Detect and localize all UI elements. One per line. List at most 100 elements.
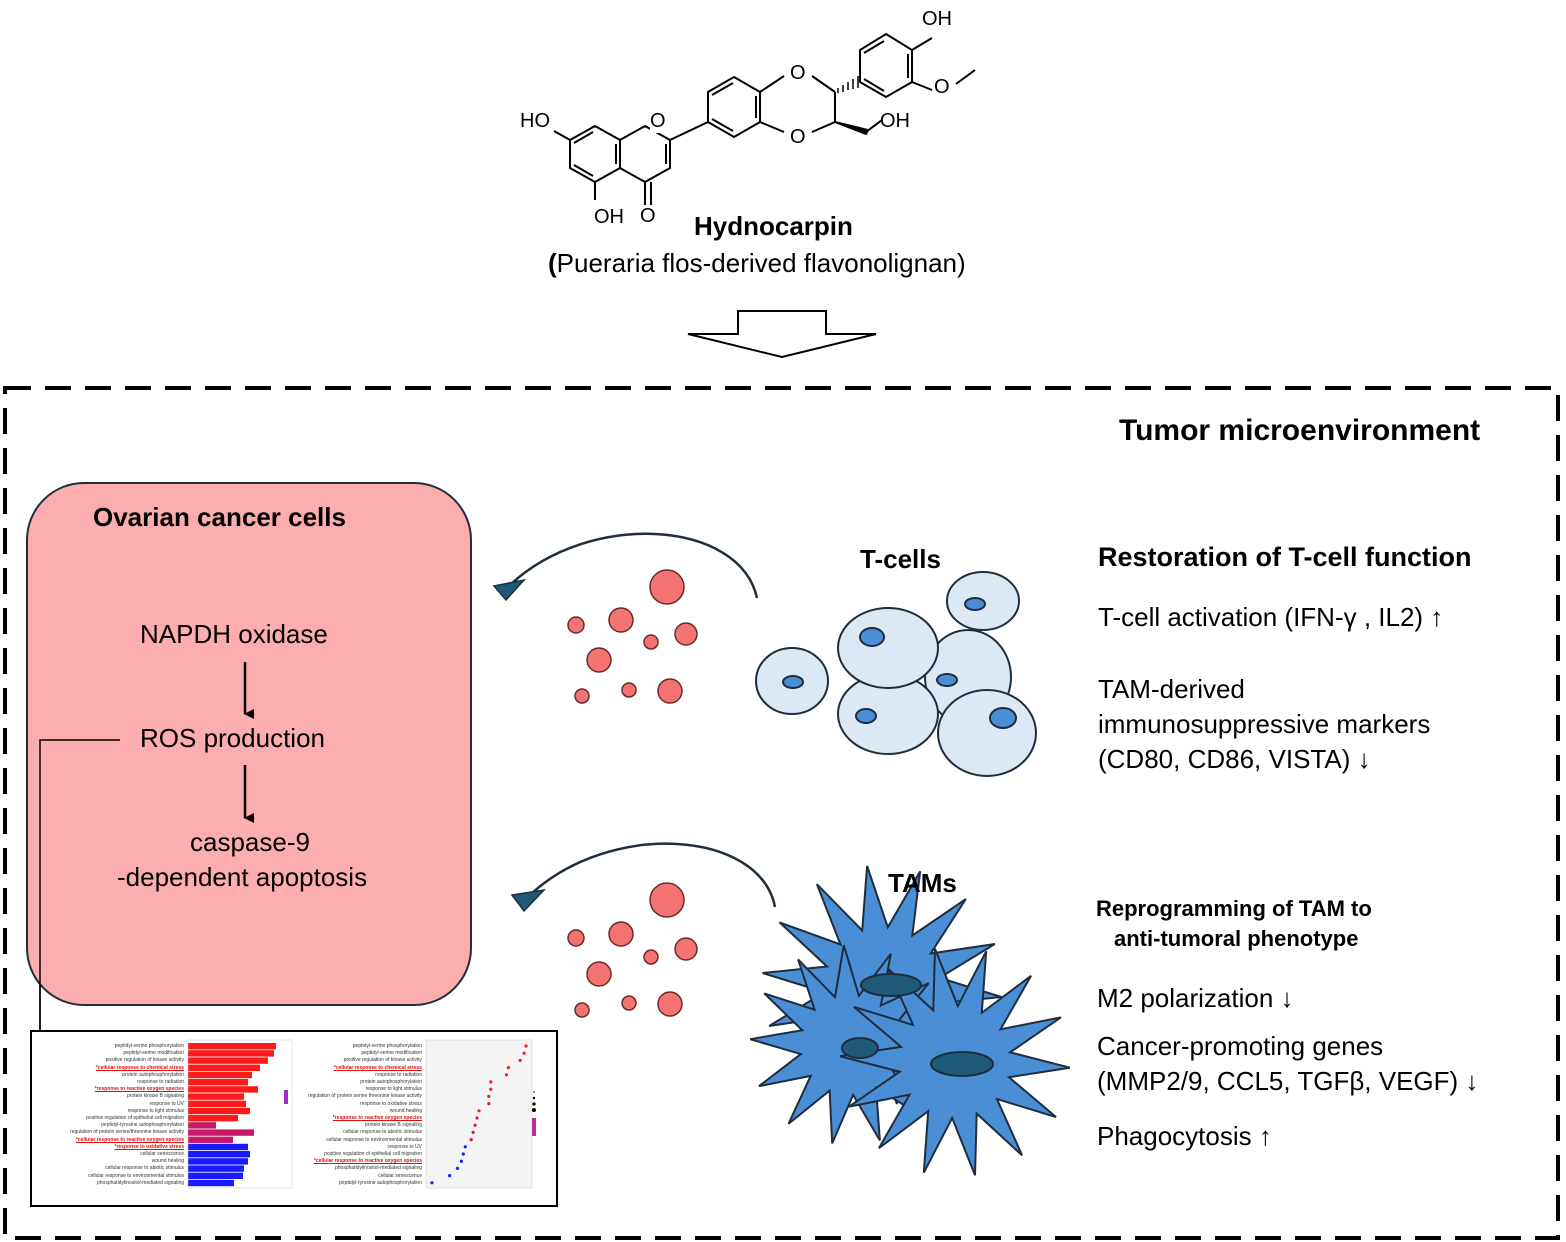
go-dot [430, 1181, 434, 1185]
go-bar-term: peptidyl-tyrosine autophosphorylation [101, 1122, 184, 1129]
go-bar-term: response to radiation [137, 1079, 184, 1085]
go-dot [487, 1102, 491, 1106]
go-bar [188, 1136, 233, 1143]
go-bar-term: protein autophosphorylation [122, 1071, 184, 1078]
go-dot [522, 1051, 526, 1055]
go-dot [489, 1087, 493, 1091]
go-bar [188, 1064, 260, 1071]
go-dot [471, 1130, 475, 1134]
go-dot-size-legend [533, 1091, 535, 1093]
markers-line: (CD80, CD86, VISTA) ↓ [1098, 744, 1371, 774]
tam-cytokine-droplets [567, 882, 698, 1018]
go-bar-term: *response to reactive oxygen species [94, 1086, 184, 1093]
go-dot [463, 1145, 467, 1149]
go-bar-term: *response to oxidative stress [114, 1143, 184, 1150]
go-dot [469, 1138, 473, 1142]
go-bar-term: positive regulation of epithelial cell m… [86, 1115, 184, 1121]
go-bar-term: cellular response to abiotic stimulus [105, 1165, 184, 1172]
source-text: Pueraria flos-derived flavonolignan [556, 248, 958, 278]
tam-secretion-arrow [510, 842, 777, 913]
tcells-label: T-cells [860, 544, 941, 574]
go-bar [188, 1129, 254, 1136]
go-dot-frame [425, 1039, 533, 1189]
atom-oh-bottom: OH [594, 206, 624, 228]
go-dot-term: response to oxidative stress [360, 1100, 422, 1107]
go-bar [188, 1071, 252, 1079]
go-dot-term: peptidyl-serine phosphorylation [352, 1043, 422, 1049]
step-ros-production: ROS production [140, 723, 325, 753]
go-dot-term: peptidyl-tyrosine autophosphorylation [339, 1179, 422, 1186]
go-dot-term: response to UV [387, 1143, 422, 1150]
cancer-title: Ovarian cancer cells [93, 502, 346, 532]
cancer-promoting-genes: Cancer-promoting genes [1097, 1031, 1384, 1061]
step-dependent-apoptosis: -dependent apoptosis [117, 862, 368, 892]
tam-heading-1: Reprogramming of TAM to [1096, 896, 1372, 921]
go-dot-term: protein kinase B signaling [365, 1122, 422, 1129]
go-bar [188, 1122, 216, 1129]
m2-polarization: M2 polarization ↓ [1097, 983, 1294, 1013]
go-bar-term: peptidyl-serine modification [123, 1050, 184, 1057]
go-bar [188, 1086, 258, 1093]
go-bar-legend [284, 1090, 288, 1104]
go-bar-term: *cellular response to reactive oxygen sp… [75, 1136, 184, 1143]
go-bar-term: phosphatidylinositol-mediated signaling [97, 1179, 184, 1186]
go-dot [489, 1080, 493, 1084]
atom-ring-o2: O [790, 62, 806, 85]
go-dot [487, 1094, 491, 1098]
go-bar-frame [187, 1039, 293, 1189]
go-bar-term: peptidyl-serine phosphorylation [114, 1043, 184, 1049]
tam-derived-line: TAM-derived [1098, 674, 1245, 704]
go-bar [188, 1165, 244, 1172]
go-dot-term: response to radiation [375, 1071, 422, 1078]
tam-cluster [749, 865, 1071, 1176]
compound-name: Hydnocarpin [694, 211, 853, 241]
go-dot-term: protein autophosphorylation [360, 1079, 422, 1085]
go-dot [473, 1123, 477, 1127]
go-bar [188, 1043, 276, 1050]
go-bar [188, 1143, 248, 1151]
go-dot [475, 1116, 479, 1120]
go-dot-legend [532, 1118, 536, 1136]
go-bar [188, 1079, 248, 1086]
go-dot [518, 1058, 522, 1062]
atom-oh-top: OH [922, 8, 952, 30]
go-bar-term: positive regulation of kinase activity [105, 1057, 184, 1064]
ovarian-cancer-box [26, 482, 472, 1006]
go-dot [455, 1166, 460, 1170]
go-dot [524, 1044, 528, 1048]
go-bar [188, 1172, 243, 1179]
atom-ring-o3: O [790, 126, 806, 149]
tcell-secretion-arrow [492, 532, 759, 602]
go-dot-size-legend [532, 1102, 536, 1106]
tme-title: Tumor microenvironment [1119, 414, 1481, 447]
tcell-activation: T-cell activation (IFN-γ , IL2) ↑ [1098, 602, 1444, 632]
go-bar-term: protein kinase B signaling [127, 1093, 184, 1100]
go-bar [188, 1115, 238, 1122]
source-paren-close: ) [957, 248, 966, 278]
go-dot-term: cellular response to abiotic stimulus [343, 1129, 422, 1136]
go-bar [188, 1050, 274, 1057]
go-dot [504, 1073, 509, 1077]
tcell-cytokine-droplets [567, 569, 698, 704]
tams-label: TAMs [888, 868, 957, 898]
go-dot [459, 1159, 463, 1163]
step-caspase-9: caspase-9 [190, 827, 310, 857]
go-dot-term: phosphatidylinositol-mediated signaling [335, 1165, 422, 1172]
go-dot-term: regulation of protein serine threonine k… [308, 1093, 422, 1100]
atom-keto-o: O [640, 205, 656, 227]
go-dot-term: *response to reactive oxygen species [332, 1115, 422, 1121]
atom-ch2oh: OH [880, 110, 910, 132]
go-dot [461, 1152, 465, 1156]
go-bar-term: *cellular response to chemical stress [95, 1064, 184, 1071]
go-dot-term: wound healing [389, 1107, 422, 1114]
go-dot [477, 1109, 481, 1113]
go-dot-term: *cellular response to chemical stress [333, 1064, 422, 1071]
phagocytosis: Phagocytosis ↑ [1097, 1121, 1272, 1151]
atom-ring-o1: O [650, 110, 666, 133]
immunosuppressive-line: immunosuppressive markers [1098, 709, 1431, 739]
go-bar [188, 1100, 246, 1107]
go-bar [188, 1093, 244, 1100]
